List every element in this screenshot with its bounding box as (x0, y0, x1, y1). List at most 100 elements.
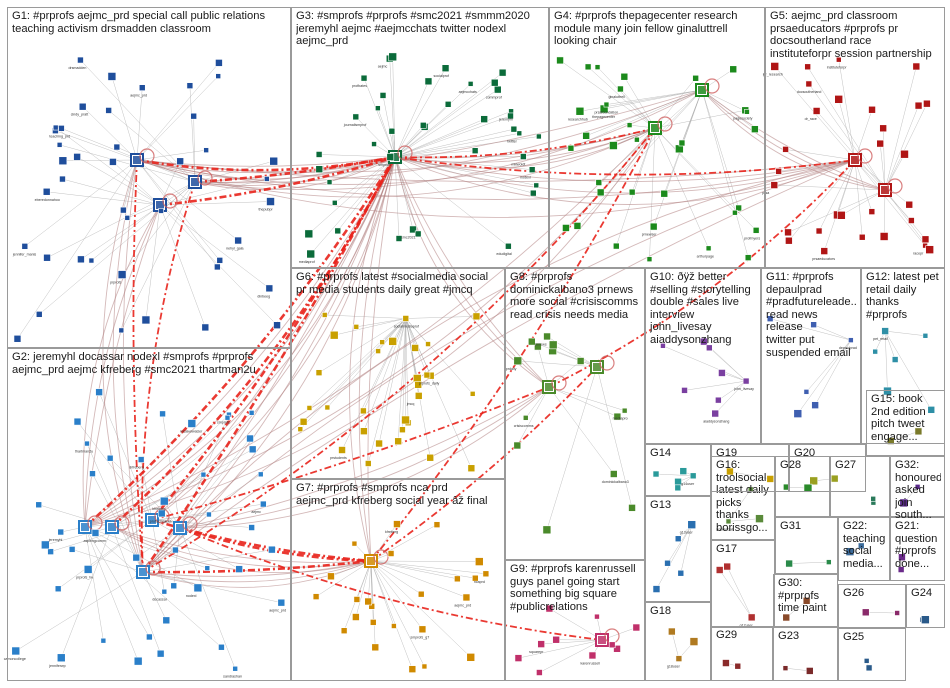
edge-g2 (86, 443, 144, 573)
heavy-edge (151, 156, 396, 521)
edge-g5 (854, 159, 863, 238)
highlight-edge (370, 366, 598, 562)
heavy-edge (136, 156, 396, 167)
node-label: jmcq (406, 402, 415, 406)
heavy-edge (84, 156, 396, 528)
edge-g8 (531, 341, 598, 368)
node (327, 572, 335, 581)
edge-g5 (818, 159, 856, 232)
node (13, 334, 22, 343)
heavy-edge (84, 127, 656, 528)
node (725, 518, 732, 525)
node (865, 664, 873, 672)
highlight-edge (142, 127, 656, 573)
highlight-edge (394, 156, 856, 176)
node (273, 321, 281, 329)
node (922, 332, 929, 339)
edge-g3 (394, 118, 485, 158)
node (567, 144, 575, 152)
node (872, 348, 878, 355)
edge-g5 (884, 189, 926, 240)
node (42, 187, 51, 196)
node-label: dr_race (805, 117, 817, 121)
group-box-g16: G16: troolsocial latest daily picks than… (711, 456, 775, 540)
node (471, 147, 479, 154)
node-label: thepubpr (259, 208, 274, 212)
node (186, 82, 194, 89)
heavy-edge (142, 560, 372, 577)
node (454, 575, 461, 583)
node (399, 426, 406, 434)
edge-g6 (363, 318, 406, 432)
heavy-edge (84, 156, 396, 528)
node (391, 623, 397, 629)
heavy-edge (142, 560, 372, 583)
node (414, 392, 423, 400)
node-label: journalismprof (343, 123, 367, 127)
node-label: smc2021 (401, 235, 416, 239)
heavy-edge (701, 89, 886, 191)
node (187, 419, 197, 428)
edge-g5 (816, 110, 886, 191)
node (505, 242, 512, 250)
node (914, 484, 921, 490)
node (204, 565, 211, 571)
group-label-g19: G19 (716, 447, 738, 459)
edge-g6 (334, 318, 406, 336)
group-label-g9: G9: #prprofs karenrussell guys panel goi… (510, 563, 636, 613)
edge-g17 (719, 569, 752, 618)
edge-g1 (55, 130, 138, 161)
edge-g1 (136, 87, 143, 161)
edge-g17 (726, 566, 752, 618)
node-label: jeremyhl (498, 117, 513, 121)
highlight-edges-layer (84, 127, 856, 641)
node-label: drfreberg (129, 466, 144, 470)
edge-g7 (370, 560, 467, 598)
node (927, 406, 936, 414)
node (401, 415, 410, 425)
highlight-edge (394, 127, 656, 159)
node (157, 509, 166, 518)
group-box-g22: G22: teaching social media... (838, 517, 890, 581)
node (537, 640, 545, 648)
node (718, 369, 726, 377)
heavy-edge (142, 560, 372, 588)
edge-g31 (789, 561, 829, 564)
node-label: g17user (740, 623, 754, 627)
node (371, 643, 380, 652)
node (613, 412, 622, 421)
node-label: pagesociety (733, 116, 752, 120)
node (364, 597, 373, 606)
node (375, 348, 381, 354)
group-box-g5: G5: aejmc_prd classroom prsaeducators #p… (765, 7, 945, 268)
node (467, 81, 474, 87)
node (52, 124, 59, 131)
group-box-g3: G3: #smprofs #prprofs #smc2021 #smmm2020… (291, 7, 549, 268)
node-label: aejmcchats (459, 90, 477, 94)
edge-g4 (654, 127, 736, 213)
node (621, 407, 628, 414)
edge-g3 (394, 82, 495, 158)
node (35, 501, 43, 509)
node (214, 263, 221, 271)
node (480, 115, 488, 123)
node (912, 62, 921, 71)
node-label: depaulprad (839, 346, 857, 350)
group-box-g21: G21: question #prprofs done... (890, 517, 945, 581)
node (161, 588, 168, 595)
node-label: thepagecenter (592, 115, 616, 119)
node-label: g13user (680, 531, 694, 535)
edge-g10 (718, 380, 747, 401)
edge-g6 (402, 318, 407, 430)
node (441, 64, 450, 73)
edge-g9 (539, 639, 603, 673)
node (268, 545, 276, 554)
edge-g7 (370, 560, 425, 667)
node (235, 565, 243, 573)
edge-g2 (77, 421, 153, 521)
node (133, 656, 143, 666)
edge-g6 (378, 318, 407, 444)
node (113, 143, 121, 151)
self-loop (162, 193, 178, 209)
edge-g6 (405, 318, 473, 395)
